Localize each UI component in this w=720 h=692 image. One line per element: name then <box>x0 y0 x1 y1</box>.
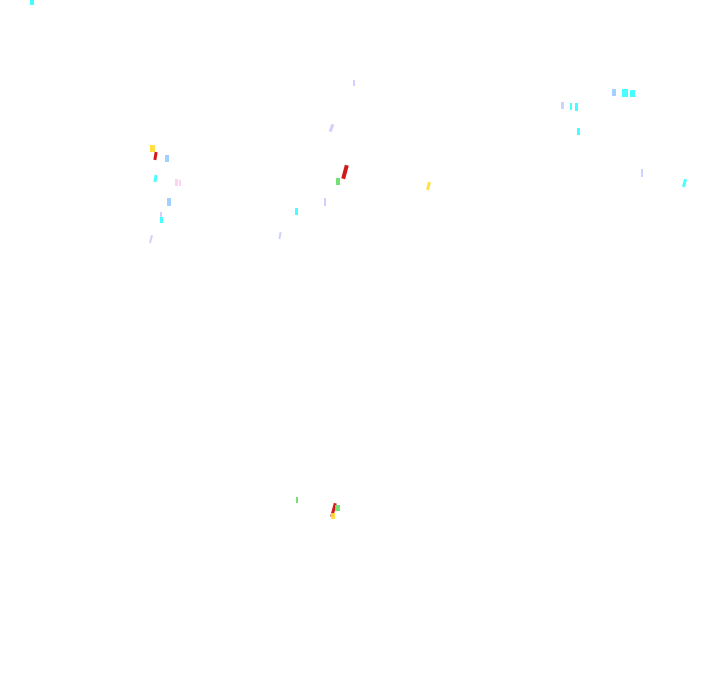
color-speck <box>341 164 349 180</box>
color-speck <box>167 198 171 206</box>
color-speck <box>295 208 298 215</box>
color-speck <box>426 181 431 191</box>
color-speck <box>577 128 580 135</box>
color-speck <box>335 505 340 511</box>
color-speck <box>336 178 340 185</box>
color-speck <box>148 234 154 244</box>
color-speck <box>331 513 335 519</box>
color-speck <box>612 89 616 96</box>
color-speck <box>682 178 687 188</box>
speck-layer <box>30 0 687 519</box>
color-speck <box>353 80 355 86</box>
color-speck <box>160 217 163 223</box>
color-speck <box>30 0 34 5</box>
color-speck <box>278 231 282 240</box>
color-speck <box>641 169 643 177</box>
color-speck <box>153 151 158 161</box>
color-speck <box>324 198 326 206</box>
color-speck <box>575 103 578 111</box>
color-speck <box>570 103 572 110</box>
color-speck <box>622 89 628 97</box>
color-speck <box>160 212 162 217</box>
color-speck <box>153 174 158 183</box>
color-speck <box>296 497 298 503</box>
color-speck <box>328 123 335 133</box>
color-speck <box>630 90 635 97</box>
color-speck <box>179 180 181 186</box>
color-speck <box>561 102 564 109</box>
color-speck <box>175 179 178 186</box>
color-speck <box>150 145 155 152</box>
color-speck <box>165 155 169 162</box>
